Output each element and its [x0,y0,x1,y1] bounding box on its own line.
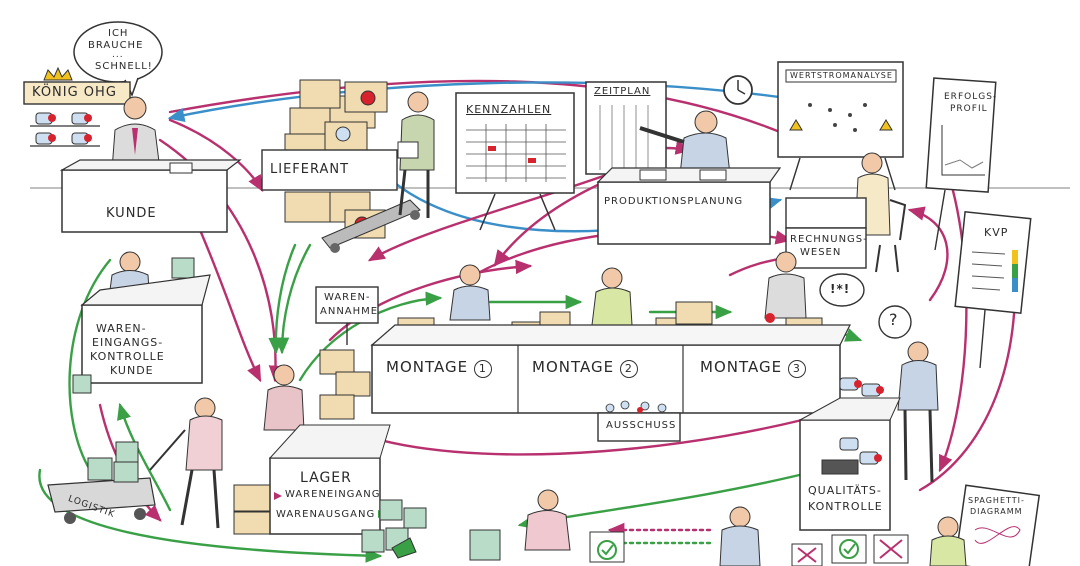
spaghetti-board [929,484,1041,566]
schedule-board [585,81,667,175]
accounting-exclaim: !*! [830,282,851,296]
quality-label-1: QUALITÄTS- [808,484,882,497]
success-profile-title-2: PROFIL [950,104,988,114]
assembly-2-number: 2 [619,360,638,378]
schedule-board-title: ZEITPLAN [594,86,651,97]
receiving-label-2: ANNAHME [320,306,379,317]
customer-area [23,21,242,233]
success-profile-board [925,77,997,251]
assembly-line [370,251,851,442]
arrow-supplier-to-lager [274,243,312,355]
arrow-accounting-to-customer [167,81,802,123]
arrow-customer-to-supplier [168,118,264,193]
receiving-sign [315,286,379,345]
customer-desk-label: KUNDE [106,206,157,221]
accounting-label-1: RECHNUNGS- [790,234,868,245]
shipping-area [469,489,909,566]
warehouse-out: WARENAUSGANG [276,509,376,520]
assembly-3-label: MONTAGE 3 [700,358,806,378]
scrap-label: AUSSCHUSS [606,420,677,431]
incoming-customer-control [72,251,211,394]
assembly-2-text: MONTAGE [532,358,615,376]
incoming-desk [81,304,203,384]
arrow-logistics-up [117,402,172,512]
clock-icon [723,75,753,105]
assembly-2-label: MONTAGE 2 [532,358,638,378]
supplier-table [261,149,398,191]
quality-label-2: KONTROLLE [808,500,883,513]
kvp-board [954,210,1032,369]
customer-body [111,123,161,171]
quality-desk [799,419,891,531]
speech-line-1: ICH [108,28,129,39]
accounting-sign [785,227,867,269]
speech-line-4: SCHNELL! [95,61,153,72]
spaghetti-title-2: DIAGRAMM [970,507,1023,516]
question-bubble [878,305,912,339]
kpi-board-title: KENNZAHLEN [466,103,552,116]
scrap-bin [597,412,681,442]
arrow-supplier-to-lager-2 [268,243,297,355]
accounting-area [785,152,907,273]
incoming-label-3: KONTROLLE [90,350,165,363]
accounting-desk [785,197,867,229]
assembly-3-text: MONTAGE [700,358,783,376]
kpi-board [455,92,575,231]
value-stream-title: WERTSTROMANALYSE [790,71,893,80]
success-profile-title-1: ERFOLGS- [944,92,998,102]
arrow-right-loop [938,148,968,473]
planning-label: PRODUKTIONSPLANUNG [604,196,744,207]
arrow-lager-to-qk [378,407,843,456]
kvp-title: KVP [984,226,1009,239]
arrow-planning-to-supplier [367,168,622,262]
assembly-1-label: MONTAGE 1 [386,358,492,378]
planning-area [596,110,782,245]
logistics-area [47,397,223,529]
can-icons [35,112,92,145]
planning-desk [597,181,771,245]
warehouse-title: LAGER [300,470,352,486]
quality-control-area [799,341,939,531]
value-stream-board [777,61,904,191]
receiving-label-1: WAREN- [324,292,371,303]
spaghetti-title-1: SPAGHETTI- [968,496,1025,505]
arrow-bottom-left [38,468,383,563]
customer-desk [61,169,228,233]
assembly-3-number: 3 [787,360,806,378]
assembly-table [371,344,841,414]
supplier-label: LIEFERANT [270,162,350,177]
exclaim-bubble [819,273,865,307]
incoming-label-1: WAREN- [96,322,147,335]
incoming-label-4: KUNDE [110,364,154,377]
speech-line-2: BRAUCHE [88,40,144,51]
crown-icon [43,66,73,81]
incoming-label-2: EINGANGS- [92,336,164,349]
company-name: KÖNIG OHG [32,85,117,100]
customer-head [123,96,147,120]
arrow-kunde-to-wek [198,228,262,383]
hand-cart [321,199,421,249]
assembly-1-text: MONTAGE [386,358,469,376]
question-mark: ? [889,310,899,329]
supplier-area [261,79,435,253]
company-sign [23,81,131,105]
warehouse-in: WARENEINGANG [285,489,381,500]
accounting-label-2: WESEN [800,247,842,258]
assembly-1-number: 1 [473,360,492,378]
speech-line-3: ... [112,50,124,60]
arrow-qk-right [907,206,949,302]
warehouse-area [233,349,427,559]
arrow-left-loop [68,258,112,472]
warehouse-desk [269,457,381,535]
